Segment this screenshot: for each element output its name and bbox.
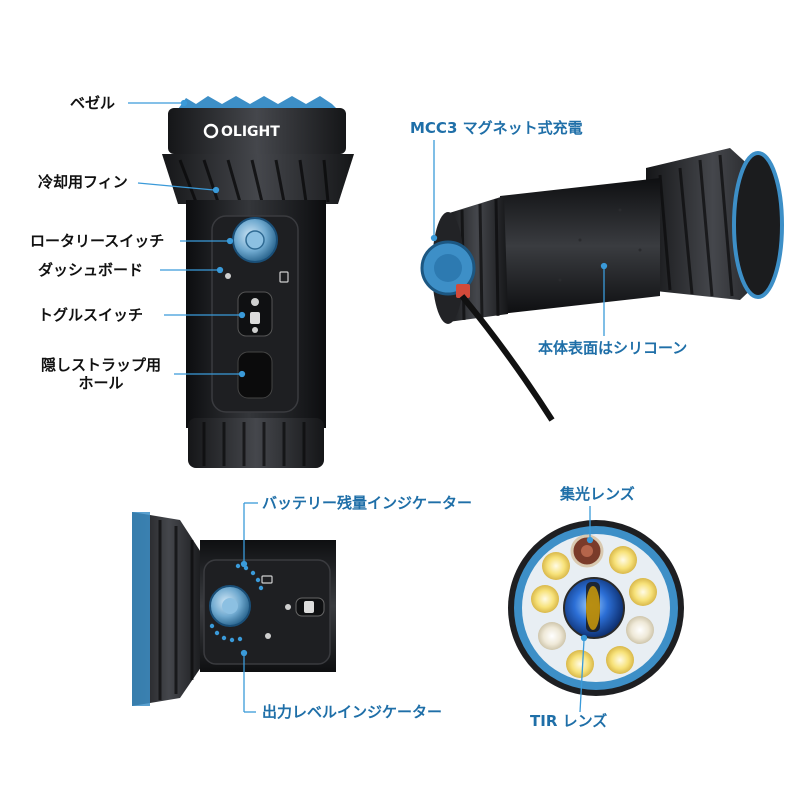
leader-lines-lens [579,506,594,713]
leader-lines-front [128,99,246,378]
leader-lines-dashboard [240,502,258,713]
charging-cable [459,294,555,422]
label-output-indicator: 出力レベルインジケーター [262,703,443,721]
output-indicator-leds [209,623,243,643]
label-strap-hole: 隠しストラップ用 ホール [30,356,172,392]
leader-lines-side [430,140,608,336]
lens-front-view [508,520,684,696]
head-upper [168,108,346,154]
label-bezel: ベゼル [70,94,116,112]
strap-hole [237,351,273,399]
label-battery-indicator: バッテリー残量インジケーター [262,494,473,512]
brand-logo: OLIGHT [221,124,280,140]
dashboard-closeup [132,512,336,706]
label-dashboard: ダッシュボード [38,261,144,279]
label-condenser-lens: 集光レンズ [560,485,635,503]
tail-cap [188,418,324,468]
label-strap-hole-line2: ホール [78,374,124,392]
side-view-flashlight [420,148,784,422]
label-silicone-body: 本体表面はシリコーン [538,339,688,357]
label-tir-lens: TIR レンズ [530,712,608,730]
front-view-flashlight [162,96,354,468]
label-toggle-switch: トグルスイッチ [38,306,144,324]
olight-logo-icon [203,123,219,139]
label-rotary-switch: ロータリースイッチ [30,232,165,250]
label-strap-hole-line1: 隠しストラップ用 [40,356,161,374]
label-cooling-fins: 冷却用フィン [38,173,128,191]
label-magnetic-charging: MCC3 マグネット式充電 [410,119,583,137]
silicone-body [500,178,660,314]
battery-indicator-leds [235,563,264,591]
